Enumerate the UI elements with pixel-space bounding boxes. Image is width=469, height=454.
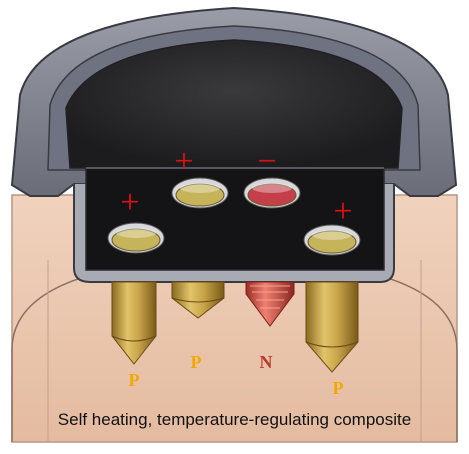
cap-sign-1-text: + [120, 184, 139, 221]
composite-caption: Self heating, temperature-regulating com… [57, 410, 412, 429]
housing [10, 6, 458, 283]
cap-sign-3: − [257, 143, 276, 180]
pin-2-label: P [191, 352, 202, 372]
cap-3 [243, 177, 301, 209]
cap-2 [171, 177, 229, 209]
cap-1 [107, 222, 165, 254]
cap-sign-4-text: + [333, 193, 352, 230]
pin-4 [305, 281, 359, 373]
pin-2 [171, 281, 225, 319]
cap-sign-3-text: − [257, 143, 276, 180]
cap-4 [303, 224, 361, 256]
pin-3-label: N [260, 352, 273, 372]
cap-sign-1: + [120, 184, 139, 221]
cap-sign-2: + [174, 143, 193, 180]
pin-1 [111, 281, 157, 365]
pin-4-label: P [333, 378, 344, 398]
cap-sign-4: + [333, 193, 352, 230]
cap-sign-2-text: + [174, 143, 193, 180]
pin-3 [245, 281, 295, 327]
pin-1-label: P [129, 370, 140, 390]
